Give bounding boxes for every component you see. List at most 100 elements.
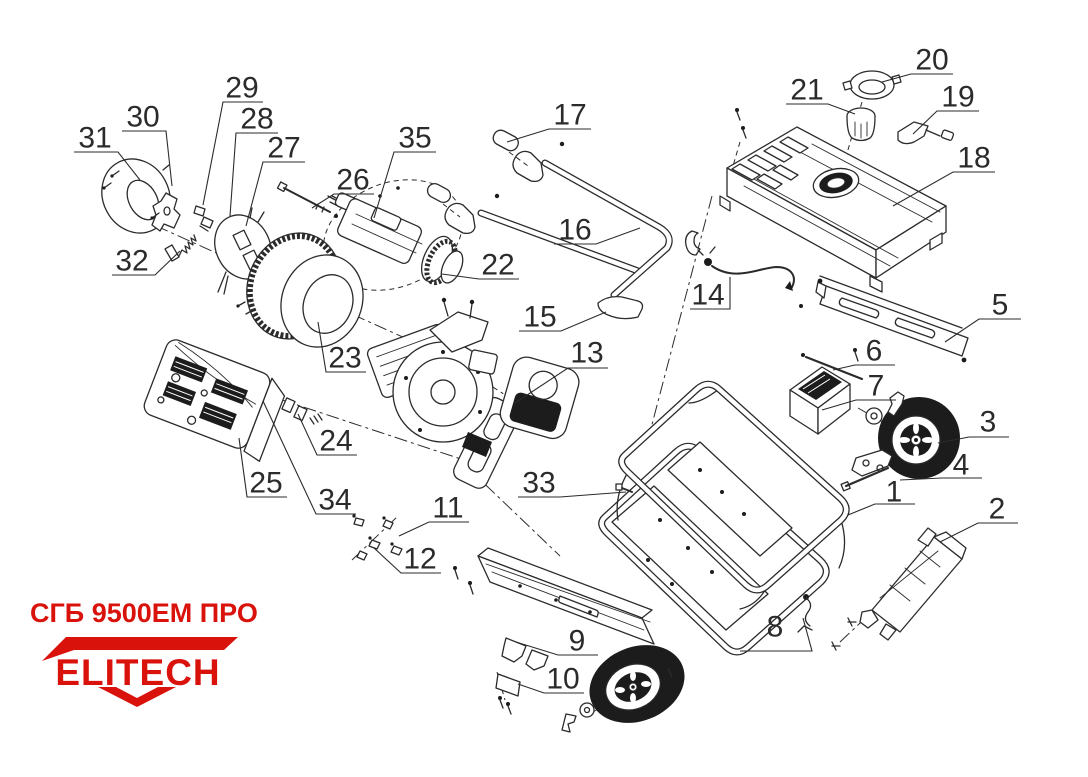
part-25-control-panel bbox=[143, 339, 286, 462]
part-3-wheel-right bbox=[865, 391, 960, 479]
part-4-axle-bolt bbox=[840, 449, 893, 492]
callout-20-leader bbox=[881, 73, 953, 83]
callout-35-number: 35 bbox=[398, 122, 431, 155]
callout-13-number: 13 bbox=[570, 337, 603, 370]
callout-21: 21 bbox=[786, 74, 856, 115]
callout-22-leader bbox=[441, 273, 519, 280]
callout-18: 18 bbox=[892, 142, 995, 207]
callout-5: 5 bbox=[944, 289, 1021, 343]
part-2-muffler bbox=[831, 527, 967, 651]
part-20-fuel-cap bbox=[842, 70, 902, 100]
callout-33-leader bbox=[518, 491, 627, 498]
callout-10: 10 bbox=[517, 663, 584, 696]
callout-4-leader bbox=[899, 477, 982, 481]
part-16-handle-bar bbox=[477, 159, 673, 299]
callout-15-leader bbox=[519, 311, 607, 332]
callout-29: 29 bbox=[202, 72, 263, 206]
part-24-brush-parts bbox=[281, 397, 323, 425]
callout-26-number: 26 bbox=[336, 164, 369, 197]
callout-1-number: 1 bbox=[886, 476, 903, 509]
callout-5-leader bbox=[944, 318, 1021, 343]
callout-35: 35 bbox=[373, 122, 436, 219]
callout-14: 14 bbox=[690, 277, 731, 312]
callout-26: 26 bbox=[311, 164, 374, 209]
part-29-28-clips bbox=[193, 205, 214, 229]
elitech-logo-top-bar bbox=[42, 637, 238, 661]
callout-layer: 1234567891011121314151617181920212223242… bbox=[74, 44, 1021, 696]
callout-6-number: 6 bbox=[866, 335, 883, 368]
callout-23-number: 23 bbox=[328, 342, 361, 375]
callout-8-number: 8 bbox=[767, 611, 784, 644]
callout-29-number: 29 bbox=[225, 72, 258, 105]
callout-19: 19 bbox=[912, 81, 979, 135]
callout-3-number: 3 bbox=[980, 406, 997, 439]
part-30-flange bbox=[151, 192, 181, 232]
part-7-air-box bbox=[789, 348, 859, 435]
callout-7-number: 7 bbox=[868, 370, 885, 403]
callout-27-number: 27 bbox=[267, 132, 300, 165]
part-10-brackets bbox=[495, 637, 595, 733]
callout-12-leader bbox=[373, 547, 441, 574]
elitech-wordmark: ELITECH bbox=[55, 652, 220, 693]
callout-16-leader bbox=[554, 227, 641, 245]
callout-13: 13 bbox=[514, 337, 608, 404]
callout-30-number: 30 bbox=[126, 101, 159, 134]
part-19-fuel-sensor bbox=[897, 121, 955, 145]
callout-31: 31 bbox=[74, 122, 141, 181]
model-name-text: СГБ 9500ЕМ ПРО bbox=[30, 598, 258, 628]
callout-6-leader bbox=[832, 364, 895, 371]
callout-4-number: 4 bbox=[953, 449, 970, 482]
callout-32-number: 32 bbox=[115, 245, 148, 278]
callout-15: 15 bbox=[519, 301, 607, 334]
callout-30: 30 bbox=[122, 101, 173, 187]
callout-34-leader bbox=[262, 400, 356, 515]
part-15-rubber-foot bbox=[597, 295, 644, 320]
callout-10-leader bbox=[517, 683, 584, 694]
part-9-bottom-panel bbox=[453, 547, 655, 645]
callout-28-leader bbox=[229, 132, 278, 217]
callout-7: 7 bbox=[821, 370, 896, 411]
callout-33-number: 33 bbox=[522, 467, 555, 500]
callout-24-number: 24 bbox=[319, 425, 352, 458]
part-21-fuel-filter bbox=[846, 107, 876, 142]
callout-17-number: 17 bbox=[553, 99, 586, 132]
callout-16-number: 16 bbox=[558, 214, 591, 247]
callout-26-leader bbox=[311, 193, 374, 209]
callout-11: 11 bbox=[398, 492, 469, 537]
callout-28: 28 bbox=[229, 103, 278, 217]
callout-8-leader bbox=[740, 617, 813, 652]
callout-5-number: 5 bbox=[992, 289, 1009, 322]
callout-28-number: 28 bbox=[240, 103, 273, 136]
callout-14-number: 14 bbox=[691, 279, 724, 312]
callout-11-leader bbox=[398, 521, 469, 537]
callout-17: 17 bbox=[506, 99, 591, 143]
part-5-rear-panel bbox=[815, 275, 969, 363]
elitech-logo-chevron bbox=[98, 687, 176, 707]
callout-6: 6 bbox=[832, 335, 895, 371]
callout-10-number: 10 bbox=[546, 663, 579, 696]
callout-21-leader bbox=[786, 103, 856, 115]
callout-27-leader bbox=[245, 161, 305, 227]
callout-13-leader bbox=[514, 367, 608, 404]
callout-8: 8 bbox=[740, 611, 813, 652]
callout-25: 25 bbox=[238, 437, 287, 500]
callout-14-leader bbox=[690, 277, 731, 310]
callout-34: 34 bbox=[262, 400, 356, 517]
part-14-fuel-hose bbox=[684, 230, 803, 308]
part-26-through-bolt bbox=[276, 181, 338, 218]
callout-17-leader bbox=[506, 128, 591, 143]
callout-11-number: 11 bbox=[432, 492, 463, 525]
callout-32: 32 bbox=[112, 245, 181, 278]
callout-23: 23 bbox=[317, 321, 366, 375]
callout-4: 4 bbox=[899, 449, 982, 482]
elitech-logo: ELITECH bbox=[42, 637, 238, 707]
callout-15-number: 15 bbox=[523, 301, 556, 334]
callout-33: 33 bbox=[518, 467, 627, 500]
callout-3-leader bbox=[937, 436, 1009, 444]
callout-9: 9 bbox=[515, 625, 598, 658]
callout-23-leader bbox=[317, 321, 366, 373]
part-33-frame-screw bbox=[615, 483, 633, 493]
part-17-handle-grips bbox=[426, 129, 565, 235]
